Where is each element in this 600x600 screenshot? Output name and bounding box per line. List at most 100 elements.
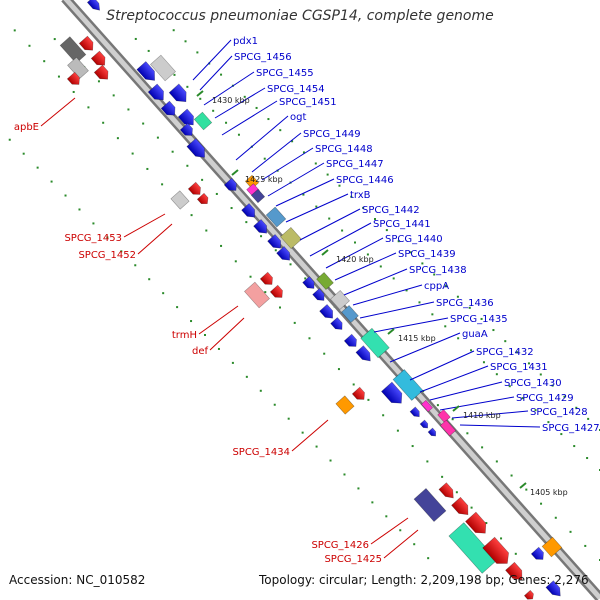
gene-feature	[465, 511, 487, 534]
tick-dot	[445, 284, 448, 287]
gene-feature	[168, 83, 187, 103]
tick-dot	[301, 431, 304, 434]
gene-label-spcg_1427: SPCG_1427	[542, 423, 600, 434]
gene-shape	[150, 54, 176, 82]
gene-shape	[170, 190, 190, 210]
topology-text: Topology: circular; Length: 2,209,198 bp…	[259, 573, 589, 587]
tick-dot	[455, 491, 458, 494]
tick-dot	[245, 221, 248, 224]
tick-dot	[547, 421, 550, 424]
tick-dot	[525, 488, 528, 491]
gene-shape	[335, 395, 355, 415]
gene-label-spcg_1438: SPCG_1438	[409, 265, 467, 276]
gene-shape	[351, 386, 365, 400]
tick-dot	[573, 445, 576, 448]
gene-feature	[439, 419, 457, 437]
gene-label-guaa: guaA	[462, 329, 488, 340]
gene-shape	[193, 111, 213, 131]
gene-feature	[392, 369, 424, 401]
gene-label-spcg_1432: SPCG_1432	[476, 347, 534, 358]
gene-shape	[93, 64, 109, 80]
tick-dot	[495, 460, 498, 463]
gene-feature	[223, 177, 237, 191]
gene-feature	[421, 399, 433, 413]
tick-dot	[53, 38, 56, 41]
gene-shape	[241, 203, 255, 218]
gene-label-trxb: trxB	[350, 190, 371, 201]
tick-dot	[504, 340, 507, 343]
tick-dot	[50, 180, 53, 183]
gene-shape	[147, 83, 164, 101]
gene-label-cppa: cppA	[424, 281, 449, 292]
kbp-tick	[196, 90, 204, 97]
tick-dot	[337, 368, 340, 371]
gene-label-spcg_1449: SPCG_1449	[303, 129, 361, 140]
gene-shape	[330, 290, 350, 310]
gene-feature	[351, 386, 365, 400]
gene-label-pdx1: pdx1	[233, 36, 258, 47]
gene-shape	[541, 536, 563, 558]
tick-dot	[106, 236, 109, 239]
tick-dot	[201, 178, 204, 181]
gene-shape	[269, 284, 283, 298]
gene-shape	[66, 71, 80, 85]
gene-feature	[316, 272, 334, 290]
tick-dot	[263, 157, 266, 160]
leader-line	[352, 284, 423, 306]
gene-shape	[341, 305, 359, 323]
leader-line	[373, 317, 449, 333]
leader-line	[325, 237, 384, 269]
tick-dot	[13, 29, 16, 32]
kbp-label: 1425 kbp	[245, 175, 283, 184]
tick-dot	[481, 446, 484, 449]
gene-label-spcg_1431: SPCG_1431	[490, 362, 548, 373]
tick-dot	[457, 337, 460, 340]
accession-text: Accession: NC_010582	[9, 573, 146, 587]
gene-shape	[250, 188, 266, 204]
tick-dot	[291, 140, 294, 143]
kbp-tick	[452, 405, 460, 412]
tick-dot	[220, 73, 223, 76]
tick-dot	[444, 325, 447, 328]
gene-label-spcg_1448: SPCG_1448	[315, 144, 373, 155]
tick-dot	[374, 218, 376, 220]
gene-feature	[413, 488, 447, 522]
gene-feature	[196, 192, 209, 205]
tick-dot	[385, 229, 388, 232]
gene-feature	[160, 100, 176, 116]
gene-shape	[168, 83, 187, 103]
tick-dot	[362, 206, 365, 209]
tick-dot	[560, 433, 563, 436]
tick-dot	[441, 475, 444, 478]
gene-shape	[280, 226, 302, 250]
tick-dot	[315, 205, 318, 208]
gene-feature	[505, 561, 523, 581]
tick-dot	[470, 506, 473, 509]
gene-shape	[90, 50, 106, 66]
tick-dot	[514, 552, 517, 555]
tick-dot	[510, 474, 513, 477]
leader-line	[383, 529, 419, 559]
leader-line	[389, 332, 461, 363]
gene-shape	[438, 482, 454, 499]
tick-dot	[249, 275, 252, 278]
gene-shape	[312, 288, 325, 301]
gene-label-spcg_1434: SPCG_1434	[232, 447, 290, 458]
gene-feature	[541, 536, 563, 558]
leader-line	[459, 424, 541, 428]
tick-dot	[102, 121, 105, 124]
gene-feature	[341, 305, 359, 323]
gene-shape	[276, 246, 290, 261]
tick-dot	[586, 457, 589, 460]
gene-shape	[482, 536, 509, 564]
gene-label-spcg_1446: SPCG_1446	[336, 175, 394, 186]
tick-dot	[371, 501, 374, 504]
tick-dot	[468, 306, 471, 309]
tick-dot	[382, 414, 385, 417]
gene-feature	[250, 188, 266, 204]
gene-shape	[545, 580, 561, 597]
leader-line	[343, 268, 408, 296]
tick-dot	[289, 263, 292, 266]
gene-feature	[90, 50, 106, 66]
tick-dot	[329, 459, 332, 462]
